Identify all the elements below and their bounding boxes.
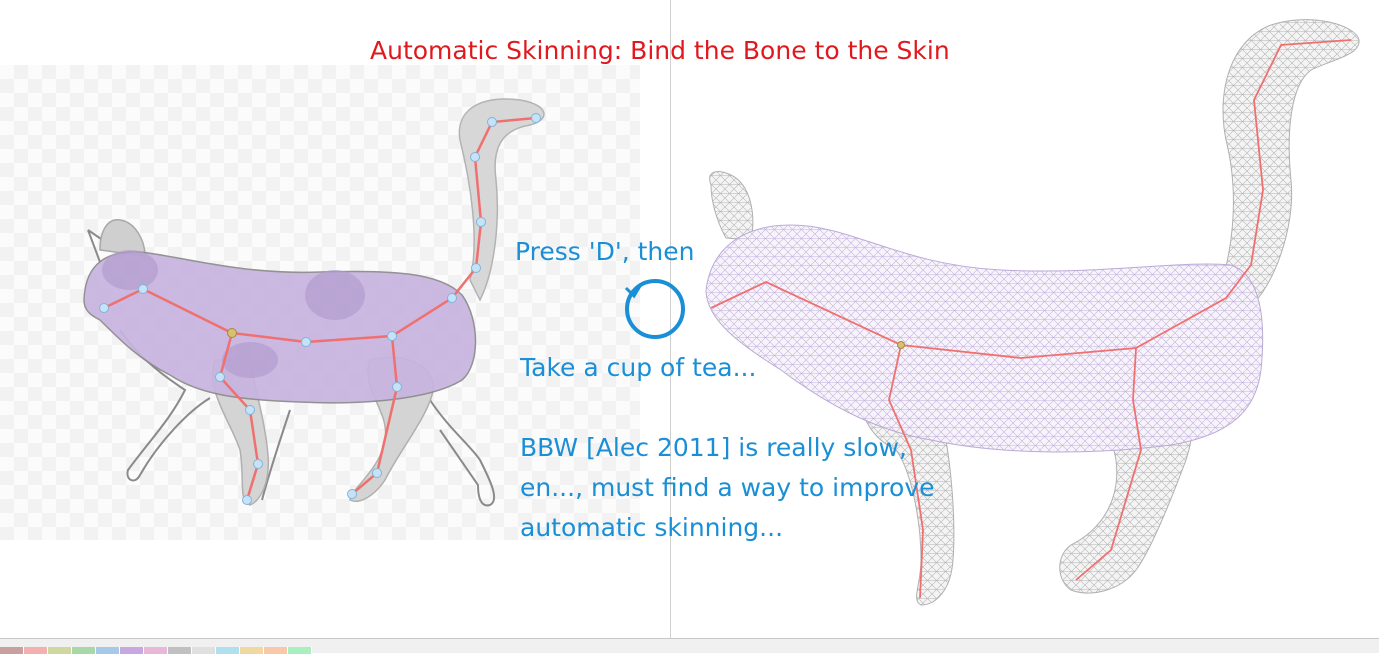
mesh-ear — [709, 171, 754, 241]
cat-mesh-view — [705, 19, 1360, 606]
color-palette — [0, 647, 312, 654]
cat-tail-shape — [458, 98, 545, 302]
annotation-bbw-line-2: en..., must find a way to improve — [520, 473, 935, 502]
palette-swatch[interactable] — [192, 647, 216, 654]
mesh-body — [705, 224, 1264, 453]
joint — [470, 152, 480, 162]
joint — [531, 113, 541, 123]
skeleton-joints — [99, 113, 541, 505]
palette-swatch[interactable] — [144, 647, 168, 654]
joint — [387, 331, 397, 341]
palette-swatch[interactable] — [240, 647, 264, 654]
palette-swatch[interactable] — [168, 647, 192, 654]
cat-ear-shape — [99, 219, 146, 257]
annotation-bbw-line-3: automatic skinning... — [520, 513, 784, 542]
mesh-root-joint — [897, 341, 905, 349]
joint — [138, 284, 148, 294]
palette-swatch[interactable] — [264, 647, 288, 654]
right-viewport[interactable] — [671, 0, 1379, 638]
left-viewport[interactable] — [0, 0, 670, 638]
palette-swatch[interactable] — [48, 647, 72, 654]
joint — [372, 468, 382, 478]
palette-swatch[interactable] — [120, 647, 144, 654]
annotation-tea: Take a cup of tea... — [520, 353, 757, 382]
joint — [347, 489, 357, 499]
viewport-divider[interactable] — [670, 0, 671, 638]
bone-chain-back-leg — [351, 335, 399, 495]
joint — [447, 293, 457, 303]
palette-swatch[interactable] — [216, 647, 240, 654]
joint — [392, 382, 402, 392]
cat-body-skin — [83, 251, 477, 404]
annotation-bbw-line-1: BBW [Alec 2011] is really slow, — [520, 433, 907, 462]
cat-patch-3 — [222, 342, 278, 378]
joint — [253, 459, 263, 469]
joint — [471, 263, 481, 273]
joint — [476, 217, 486, 227]
mesh-bone-back-leg — [1075, 347, 1142, 581]
joint — [242, 495, 252, 505]
mesh-bone-spine — [710, 39, 1352, 359]
joint — [99, 303, 109, 313]
palette-swatch[interactable] — [288, 647, 312, 654]
palette-swatch[interactable] — [0, 647, 24, 654]
cat-2d-skeleton-view — [83, 98, 545, 507]
joint — [301, 337, 311, 347]
palette-swatch[interactable] — [24, 647, 48, 654]
rotate-cursor-icon — [624, 279, 685, 339]
joint — [487, 117, 497, 127]
joint — [215, 372, 225, 382]
slide-title: Automatic Skinning: Bind the Bone to the… — [370, 36, 950, 65]
palette-swatch[interactable] — [72, 647, 96, 654]
palette-swatch[interactable] — [96, 647, 120, 654]
mesh-tail — [1215, 19, 1360, 306]
mesh-bone-front-leg — [888, 344, 924, 599]
status-bar — [0, 638, 1379, 654]
joint — [245, 405, 255, 415]
annotation-press-d: Press 'D', then — [515, 237, 695, 266]
cat-patch-1 — [102, 250, 158, 290]
cat-patch-2 — [305, 270, 365, 320]
root-joint — [227, 328, 237, 338]
